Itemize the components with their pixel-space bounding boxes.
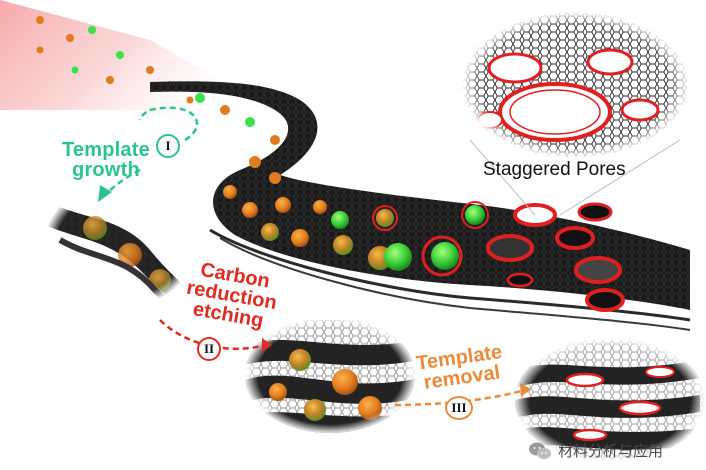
step-1-badge: I bbox=[156, 134, 180, 158]
pores-on-sheet bbox=[486, 202, 625, 312]
step-2-numeral: II bbox=[203, 341, 215, 356]
inset-staggered-pores bbox=[463, 13, 687, 216]
label-staggered-pores: Staggered Pores bbox=[483, 160, 626, 179]
step-1-numeral: I bbox=[165, 138, 171, 153]
inset-carbon-reduction bbox=[245, 317, 415, 433]
inset-template-removal bbox=[515, 338, 705, 462]
label-template-growth-line2: growth bbox=[72, 159, 140, 181]
inset-template-growth bbox=[45, 183, 195, 307]
label-template-growth-line1: Template bbox=[62, 139, 150, 161]
carbon-nanosheet bbox=[150, 81, 691, 331]
step-3-numeral: III bbox=[451, 400, 467, 415]
step-3-badge: III bbox=[445, 396, 473, 420]
watermark-text: 材料分析与应用 bbox=[558, 442, 664, 460]
staggered-pores-text: Staggered Pores bbox=[483, 159, 626, 180]
templates-on-sheet bbox=[195, 93, 489, 277]
arrow-template-growth bbox=[99, 106, 199, 201]
wechat-icon bbox=[528, 441, 552, 461]
watermark: 材料分析与应用 bbox=[528, 440, 663, 461]
arrow-template-removal bbox=[394, 388, 526, 407]
step-2-badge: II bbox=[197, 337, 221, 361]
label-template-growth: Template growth bbox=[62, 140, 150, 180]
